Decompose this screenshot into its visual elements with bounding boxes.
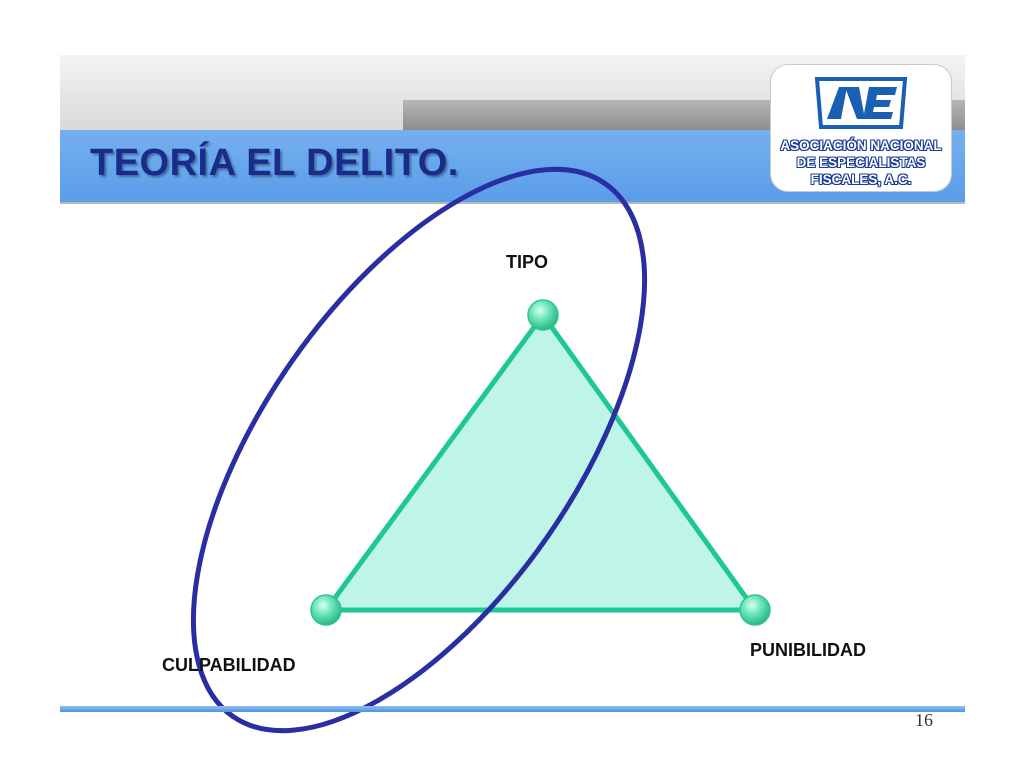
label-culpabilidad: CULPABILIDAD — [162, 655, 296, 675]
node-culpabilidad — [310, 594, 342, 626]
logo-line-1: ASOCIACIÓN NACIONAL — [780, 138, 942, 153]
node-punibilidad — [739, 594, 771, 626]
logo: ASOCIACIÓN NACIONAL DE ESPECIALISTAS FIS… — [770, 64, 952, 192]
highlight-ellipse — [190, 166, 648, 734]
logo-mark-icon — [814, 77, 908, 129]
node-tipo — [527, 299, 559, 331]
triangle-shape — [323, 312, 758, 613]
logo-line-2: DE ESPECIALISTAS — [796, 155, 926, 170]
slide-title: TEORÍA EL DELITO. — [90, 142, 459, 184]
footer-bar — [60, 706, 965, 712]
page-number: 16 — [915, 710, 933, 730]
label-tipo: TIPO — [506, 252, 549, 272]
logo-line-3: FISCALES, A.C. — [810, 172, 912, 187]
label-punibilidad: PUNIBILIDAD — [750, 640, 866, 660]
header-divider — [60, 202, 965, 204]
logo-text: ASOCIACIÓN NACIONAL DE ESPECIALISTAS FIS… — [771, 137, 951, 188]
